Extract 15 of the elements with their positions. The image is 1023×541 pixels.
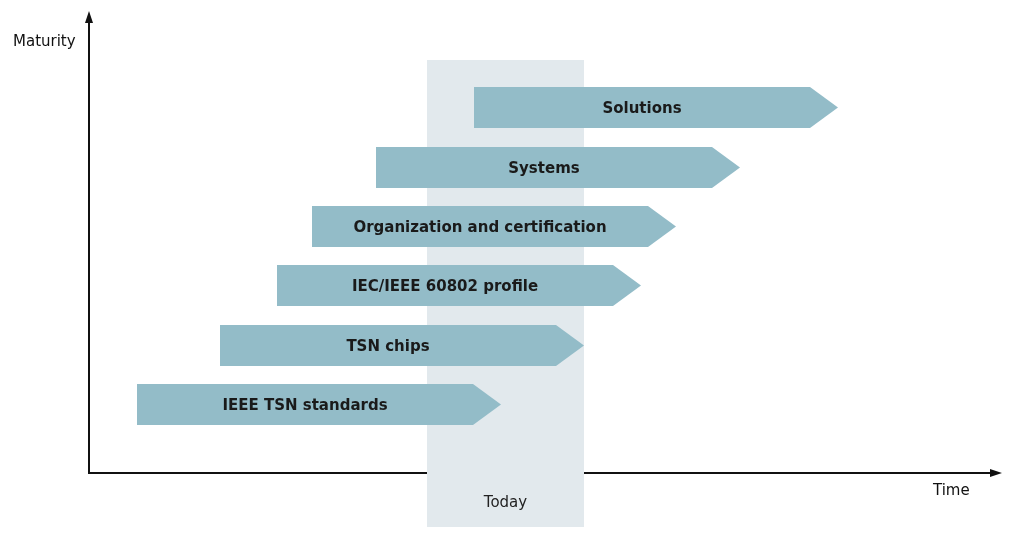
arrow-band: [474, 87, 838, 128]
arrow-band: [376, 147, 740, 188]
arrow-label: Systems: [508, 158, 581, 177]
axis-label: Time: [933, 481, 970, 499]
arrow-band: [220, 325, 584, 366]
arrow-label: Solutions: [602, 98, 683, 117]
arrow-band: [312, 206, 676, 247]
arrow-label: TSN chips: [346, 336, 431, 355]
axis-label: Maturity: [13, 32, 76, 50]
band-label: Today: [483, 493, 528, 511]
arrow-label: Organization and certification: [353, 217, 608, 236]
arrow-label: IEEE TSN standards: [222, 395, 389, 414]
arrow-label: IEC/IEEE 60802 profile: [351, 276, 540, 295]
arrow-band: [137, 384, 501, 425]
arrow-band: [277, 265, 641, 306]
